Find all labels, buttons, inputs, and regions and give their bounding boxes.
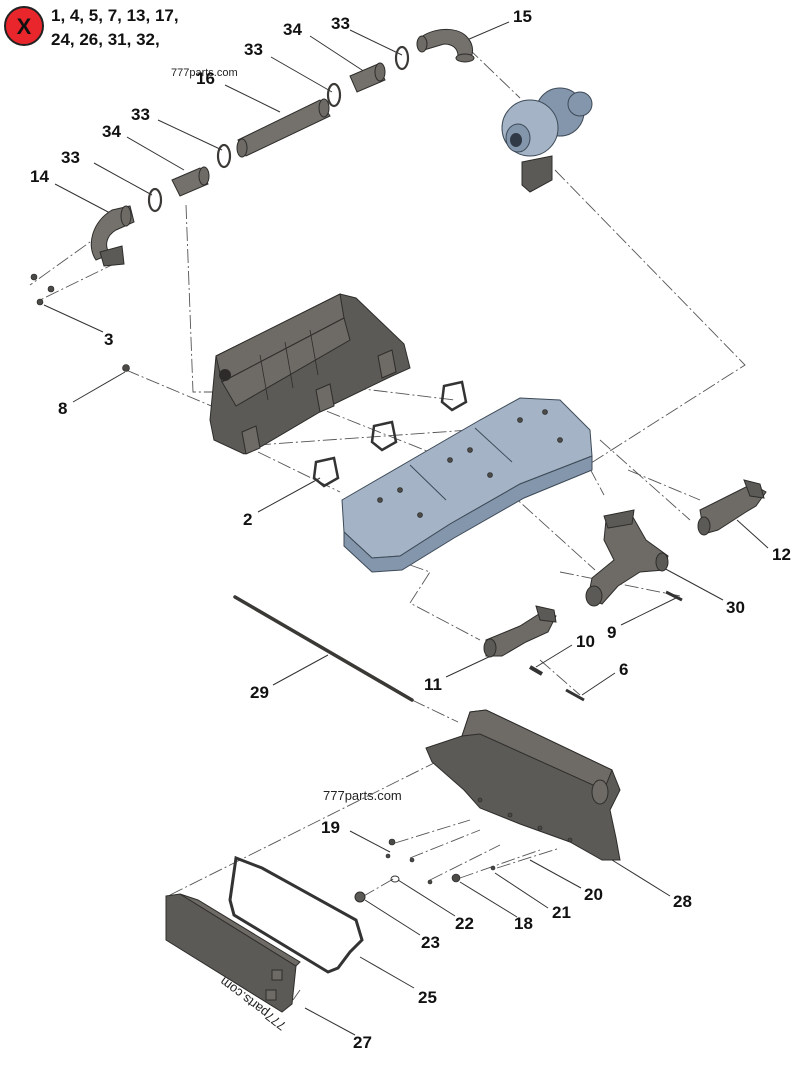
part-12-exhaust-elbow (697, 479, 767, 536)
callout-2: 2 (243, 510, 252, 529)
part-27-cooler-core (165, 893, 301, 1013)
callout-19: 19 (321, 818, 340, 837)
part-33-clamp (147, 187, 163, 213)
part-2-gaskets (312, 380, 468, 488)
callout-33: 33 (331, 14, 350, 33)
assembly-lines (29, 47, 746, 1001)
part-30-exhaust-manifold (585, 509, 669, 607)
callout-33: 33 (244, 40, 263, 59)
x-icon-symbol: X (17, 14, 32, 39)
callout-23: 23 (421, 933, 440, 952)
clamps-and-hoses (147, 45, 410, 213)
callout-22: 22 (455, 914, 474, 933)
callout-numbers: 15 33 34 33 16 33 34 33 14 3 8 2 12 30 9… (30, 7, 791, 1052)
callout-21: 21 (552, 903, 571, 922)
callout-14: 14 (30, 167, 49, 186)
watermark: 777parts.com (323, 788, 402, 803)
callout-3: 3 (104, 330, 113, 349)
upper-manifold-casting (209, 293, 411, 455)
callout-33: 33 (131, 105, 150, 124)
callout-16: 16 (196, 69, 215, 88)
callout-20: 20 (584, 885, 603, 904)
part-29-rod (233, 595, 414, 702)
callout-30: 30 (726, 598, 745, 617)
excluded-parts-line-1: 1, 4, 5, 7, 13, 17, (51, 6, 179, 25)
part-14-elbow-pipe (90, 205, 135, 267)
part-11-exhaust-pipe (483, 605, 557, 658)
callout-8: 8 (58, 399, 67, 418)
callout-12: 12 (772, 545, 791, 564)
x-icon (4, 6, 44, 46)
cylinder-heads (341, 397, 593, 573)
callout-18: 18 (514, 914, 533, 933)
callout-10: 10 (576, 632, 595, 651)
watermark: 777parts.com (171, 67, 238, 79)
bolts (30, 273, 130, 372)
part-28-housing (425, 709, 621, 861)
callout-33: 33 (61, 148, 80, 167)
part-33-clamp (216, 143, 232, 169)
turbocharger (501, 87, 593, 193)
callout-6: 6 (619, 660, 628, 679)
fittings (354, 838, 496, 903)
callout-11: 11 (424, 675, 442, 694)
callout-34: 34 (283, 20, 302, 39)
leader-lines (43, 21, 769, 1036)
part-25-gasket (228, 855, 364, 974)
callout-27: 27 (353, 1033, 372, 1052)
excluded-parts-line-2: 24, 26, 31, 32, (51, 30, 160, 49)
callout-15: 15 (513, 7, 532, 26)
part-33-clamp (326, 82, 342, 108)
callout-34: 34 (102, 122, 121, 141)
studs (528, 590, 683, 702)
callout-29: 29 (250, 683, 269, 702)
excluded-parts-badge: X 1, 4, 5, 7, 13, 17, 24, 26, 31, 32, (4, 6, 179, 49)
callout-9: 9 (607, 623, 616, 642)
callout-28: 28 (673, 892, 692, 911)
part-33-clamp (394, 45, 410, 71)
part-15-elbow-pipe (416, 29, 475, 63)
part-16-tube (237, 99, 331, 157)
callout-25: 25 (418, 988, 437, 1007)
